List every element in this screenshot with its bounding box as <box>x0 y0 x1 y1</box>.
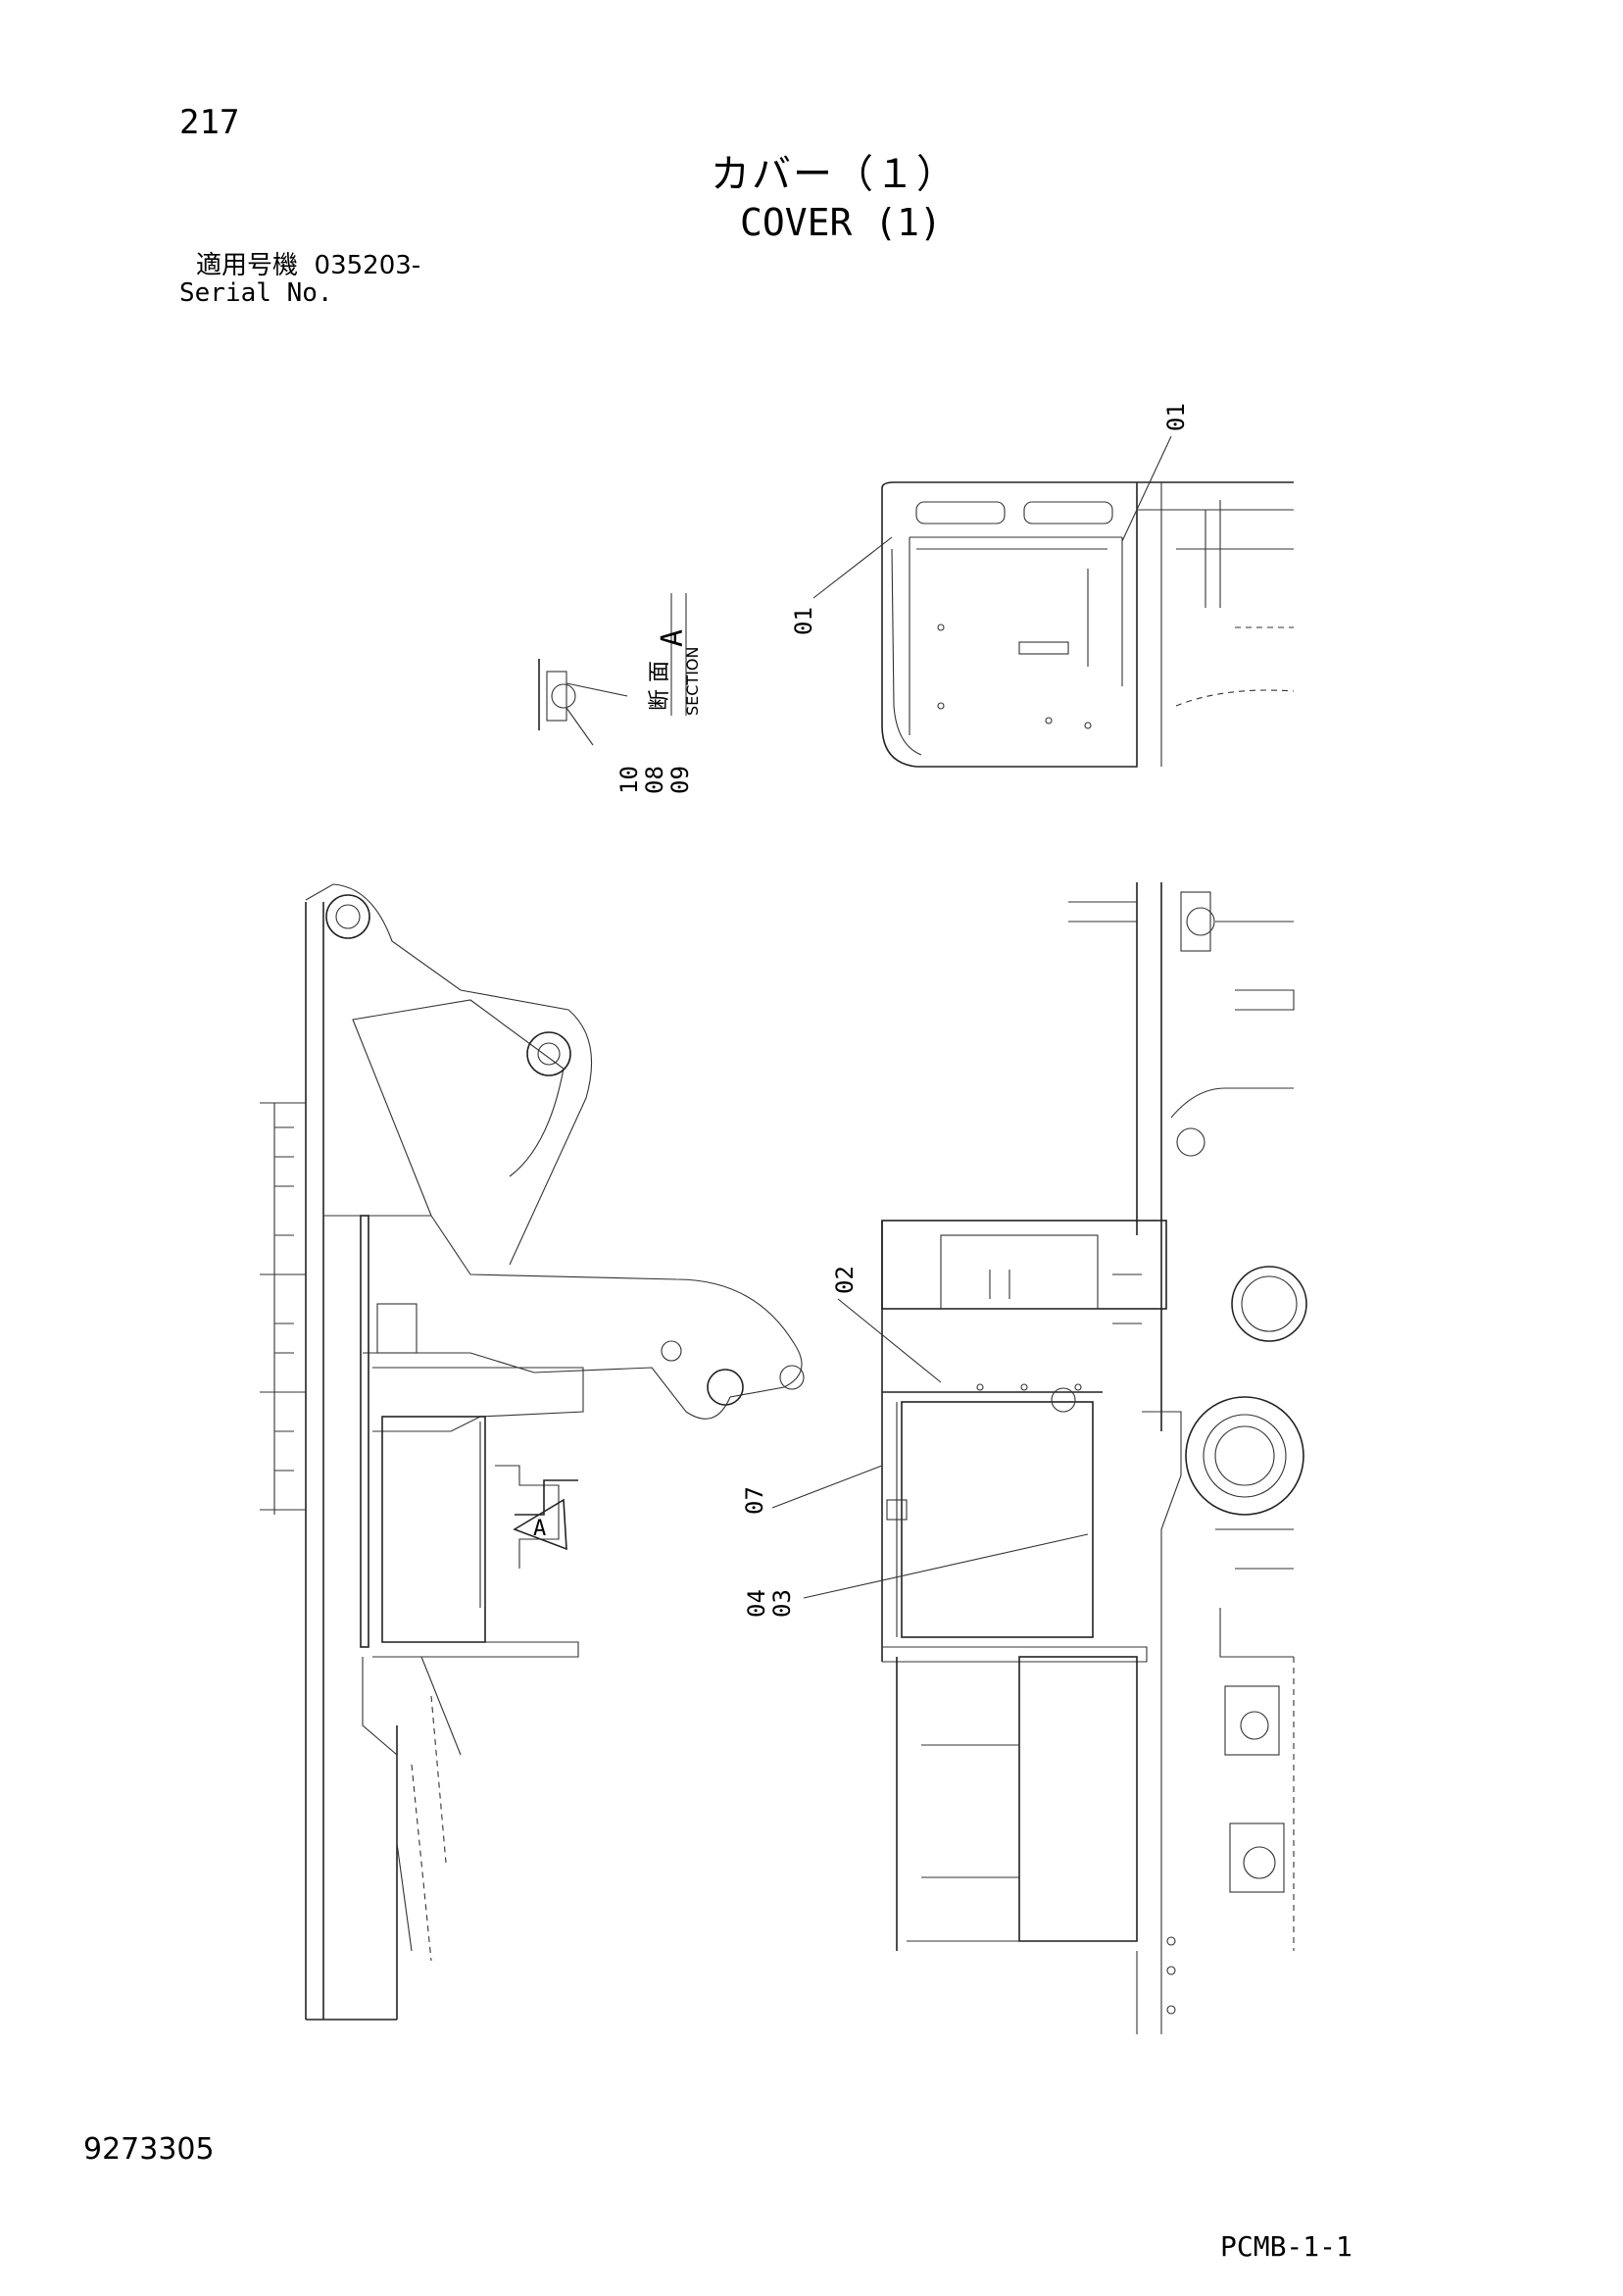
section-label-japanese: 断 面 <box>648 661 672 711</box>
section-view-top <box>881 481 1295 768</box>
callout-01-left: 01 <box>790 607 817 635</box>
boom-assembly <box>260 883 805 2021</box>
frame-structure <box>1068 882 1307 2034</box>
serial-applicability: 適用号機 035203- <box>196 253 420 278</box>
leader-line <box>1121 435 1172 542</box>
serial-value: 035203- <box>314 251 421 280</box>
page-code: PCMB-1-1 <box>1220 2230 1352 2263</box>
section-a-detail <box>538 593 687 746</box>
callout-03: 03 <box>768 1589 796 1618</box>
callout-07: 07 <box>741 1486 768 1515</box>
leader-line <box>837 1298 942 1383</box>
section-letter: A <box>656 629 690 647</box>
cover-box-assembly <box>881 1220 1167 1951</box>
document-number: 9273305 <box>83 2132 215 2167</box>
serial-label-japanese: 適用号機 <box>196 251 299 280</box>
callout-04: 04 <box>743 1589 770 1618</box>
leader-line <box>812 536 893 599</box>
view-marker-letter: A <box>533 1517 546 1541</box>
section-label-english: SECTION <box>683 647 702 717</box>
callout-08: 08 <box>641 766 668 794</box>
callout-02: 02 <box>831 1266 859 1294</box>
callout-09: 09 <box>666 766 694 794</box>
page-number: 217 <box>179 103 240 142</box>
callout-10: 10 <box>615 766 643 794</box>
callout-01-top: 01 <box>1162 403 1190 431</box>
page-title-english: COVER (1) <box>740 201 942 244</box>
leader-line <box>771 1465 883 1509</box>
page-title-japanese: カバー（１） <box>711 152 958 197</box>
view-a-marker <box>513 1479 578 1551</box>
leader-line <box>803 1533 1089 1599</box>
serial-label-english: Serial No. <box>179 278 333 308</box>
